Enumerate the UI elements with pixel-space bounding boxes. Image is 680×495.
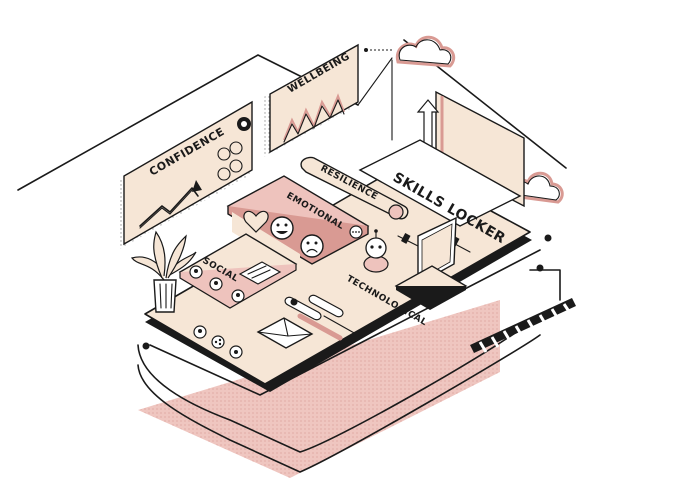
- emotional-card: EMOTIONAL: [226, 175, 370, 274]
- connector-line: [364, 48, 392, 52]
- envelope-icon: [256, 317, 314, 349]
- base-layers: [137, 249, 561, 478]
- wellbeing-panel: WELLBEING: [262, 43, 359, 158]
- user-avatar-icon: [189, 265, 203, 279]
- toggle-switch-icon: [284, 294, 357, 341]
- stripe-decoration: [470, 298, 576, 353]
- share-icons: [193, 325, 243, 359]
- user-avatar-icon-2: [209, 277, 223, 291]
- cloud-icon: [395, 35, 456, 68]
- social-card: SOCIAL: [178, 233, 298, 309]
- sad-face-icon: [300, 234, 324, 258]
- heart-icon: [243, 210, 269, 233]
- wave-chart-icon: [283, 93, 345, 141]
- user-avatar-icon-3: [231, 289, 245, 303]
- refresh-icon: [388, 204, 404, 220]
- plant-icon: [130, 230, 197, 313]
- chat-bubble-icon: [238, 261, 282, 285]
- smiley-face-icon: [270, 216, 294, 240]
- chat-dots-icon: [349, 225, 363, 239]
- robot-icon: [363, 229, 389, 273]
- share-icon: [211, 335, 225, 349]
- confidence-panel: CONFIDENCE: [118, 100, 253, 250]
- laptop-icon: [394, 216, 468, 310]
